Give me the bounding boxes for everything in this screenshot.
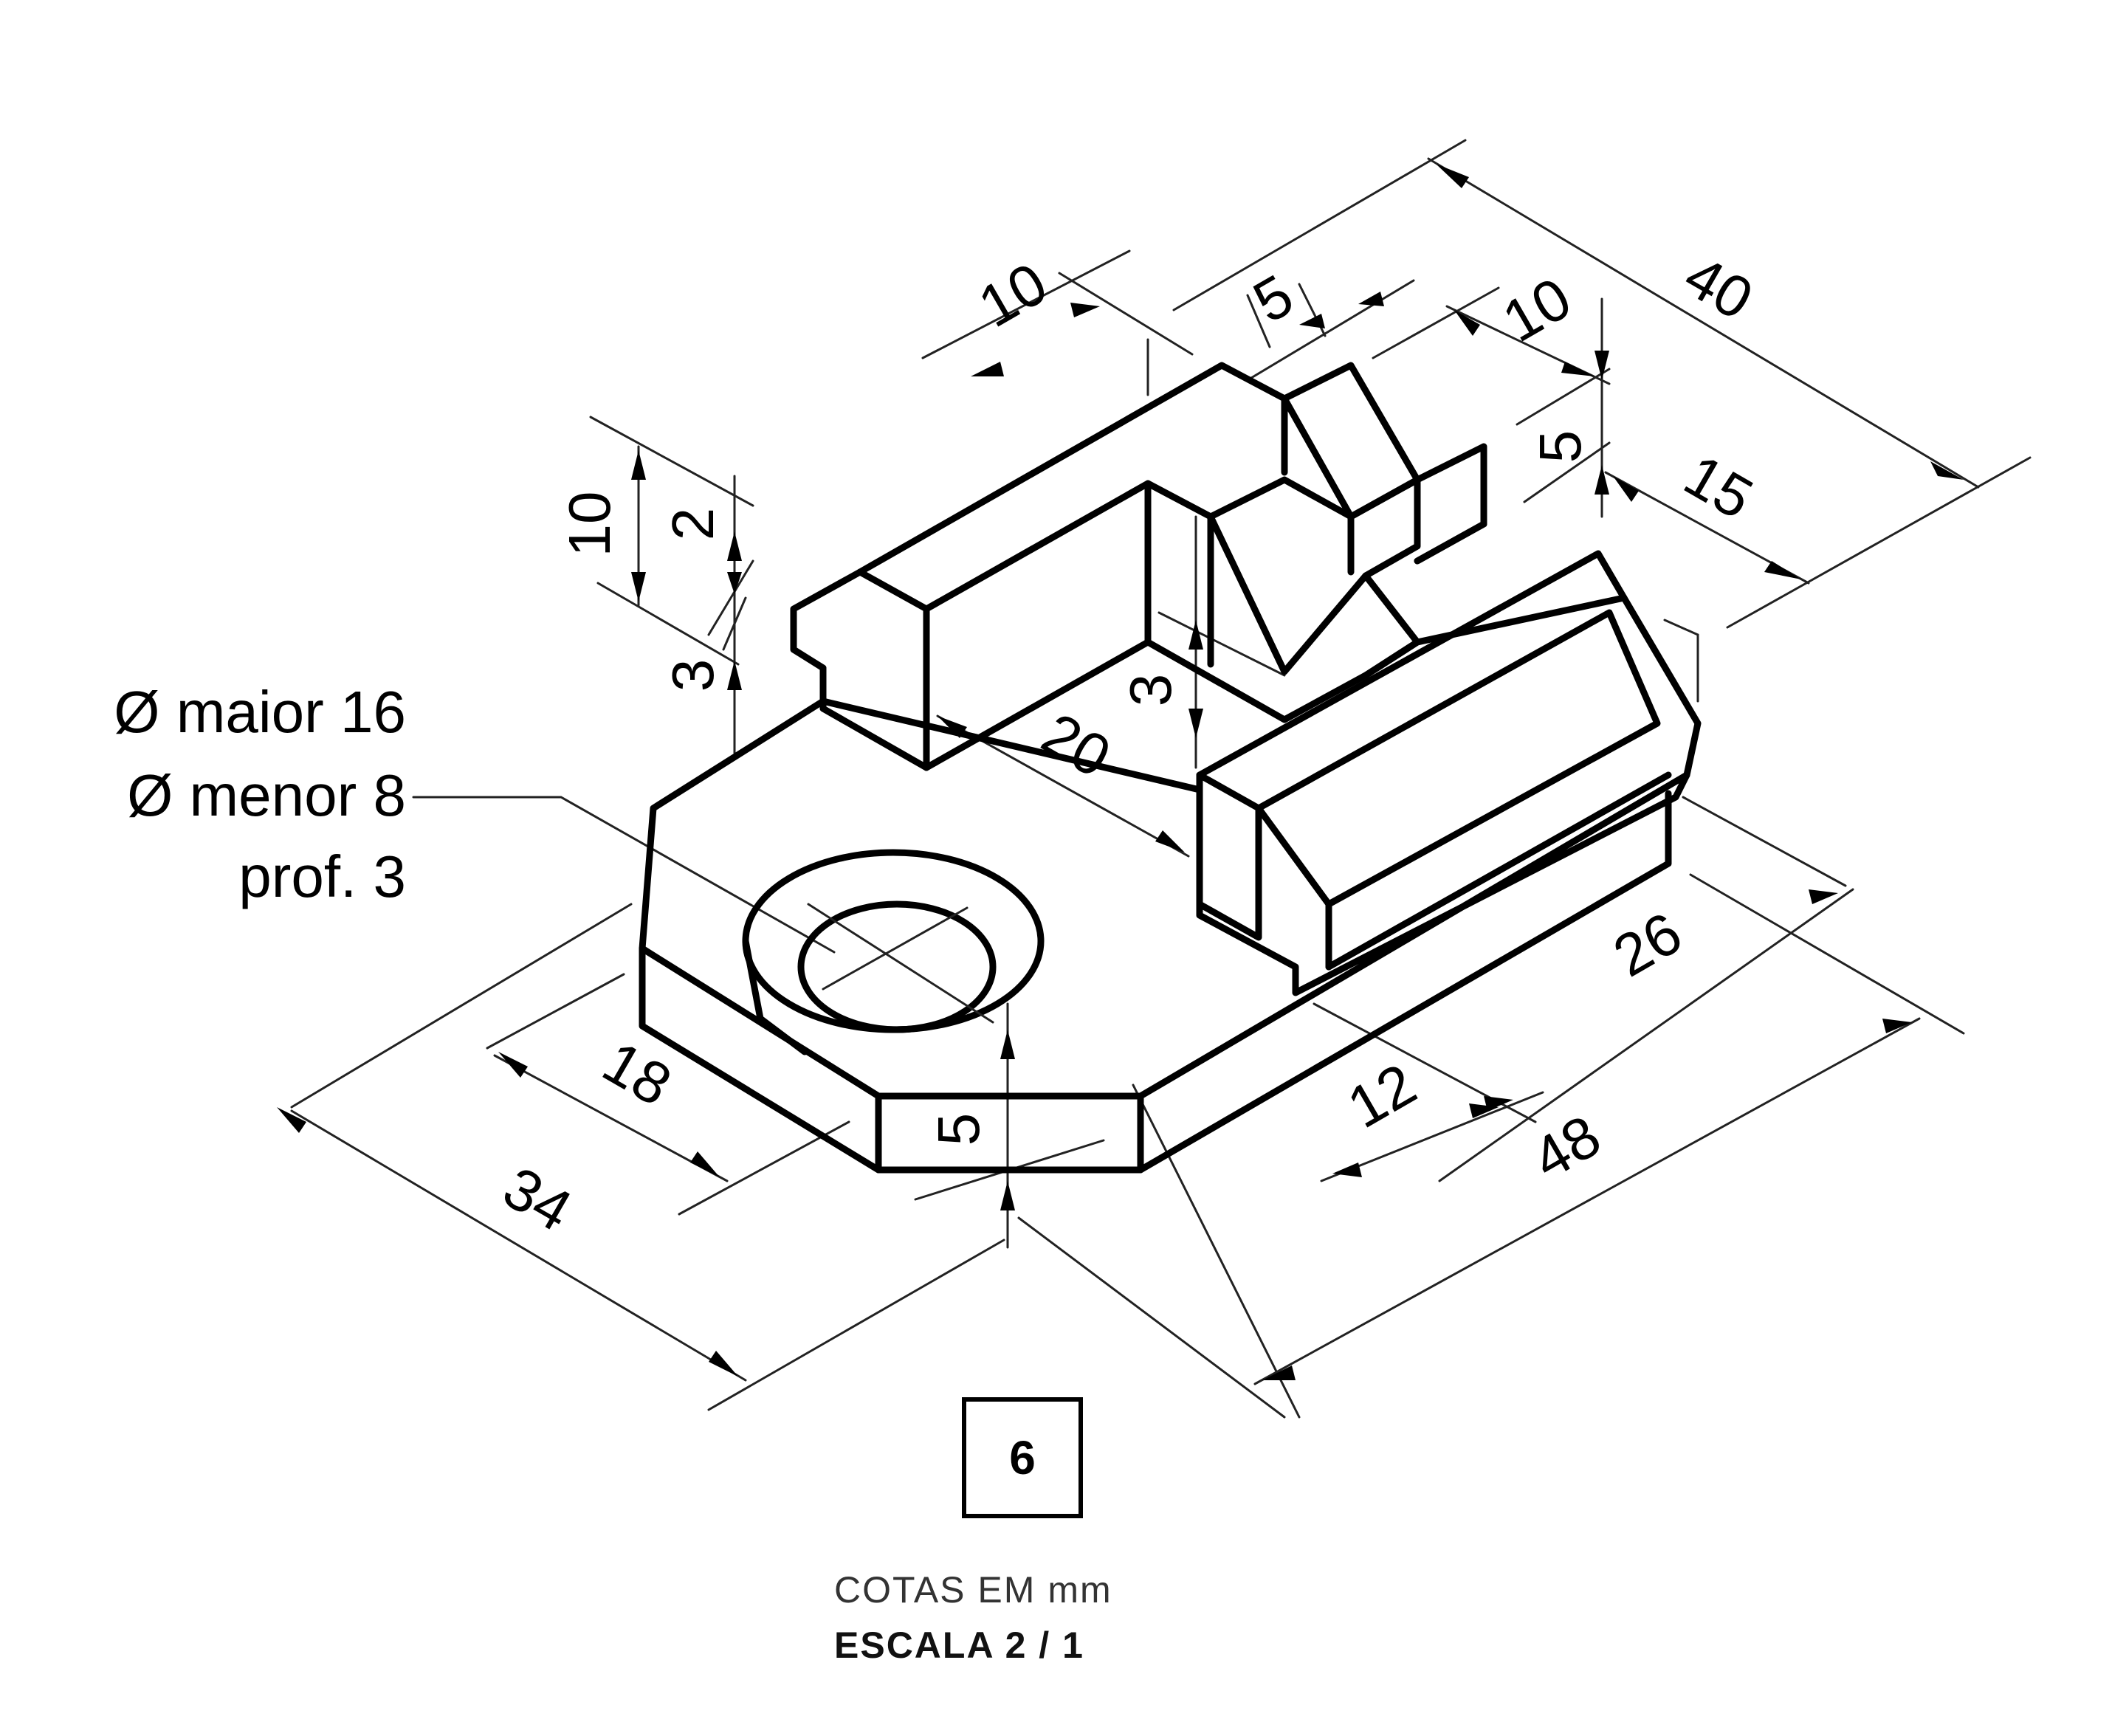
left-block — [790, 362, 1288, 712]
dim-48: 48 — [1521, 1103, 1611, 1193]
hole-note-line-3: prof. 3 — [238, 844, 406, 909]
dim-10-top-left: 10 — [968, 250, 1058, 340]
part-outline — [639, 362, 1702, 1174]
dim-5-front: 5 — [926, 1113, 991, 1146]
counterbore-inner — [797, 900, 997, 1033]
dim-5-top: 5 — [1242, 262, 1304, 335]
scale-note: ESCALA 2 / 1 — [834, 1625, 1084, 1666]
dim-34: 34 — [492, 1154, 582, 1244]
dim-3-inner: 3 — [1118, 674, 1183, 707]
hole-note-line-2: Ø menor 8 — [127, 762, 406, 828]
dim-2: 2 — [660, 508, 726, 541]
arrowheads — [277, 164, 1964, 1380]
dim-40: 40 — [1673, 243, 1764, 333]
dim-3-left: 3 — [660, 659, 726, 692]
hole-centerline-1 — [822, 906, 969, 991]
dim-26: 26 — [1603, 900, 1693, 990]
figure-number: 6 — [1009, 1431, 1036, 1484]
units-note: COTAS EM mm — [834, 1569, 1112, 1611]
hole-centerline-2 — [807, 903, 994, 1024]
figure-number-box: 6 — [962, 1397, 1083, 1518]
dim-5-right: 5 — [1527, 430, 1593, 464]
dim-10-left: 10 — [557, 492, 622, 557]
dim-12: 12 — [1337, 1051, 1427, 1141]
hole-note-line-1: Ø maior 16 — [114, 679, 406, 745]
counterbore-outer — [742, 849, 1045, 1033]
right-block — [1362, 594, 1702, 779]
base-top-face — [639, 698, 1690, 1100]
dim-10-top-right: 10 — [1492, 265, 1582, 355]
